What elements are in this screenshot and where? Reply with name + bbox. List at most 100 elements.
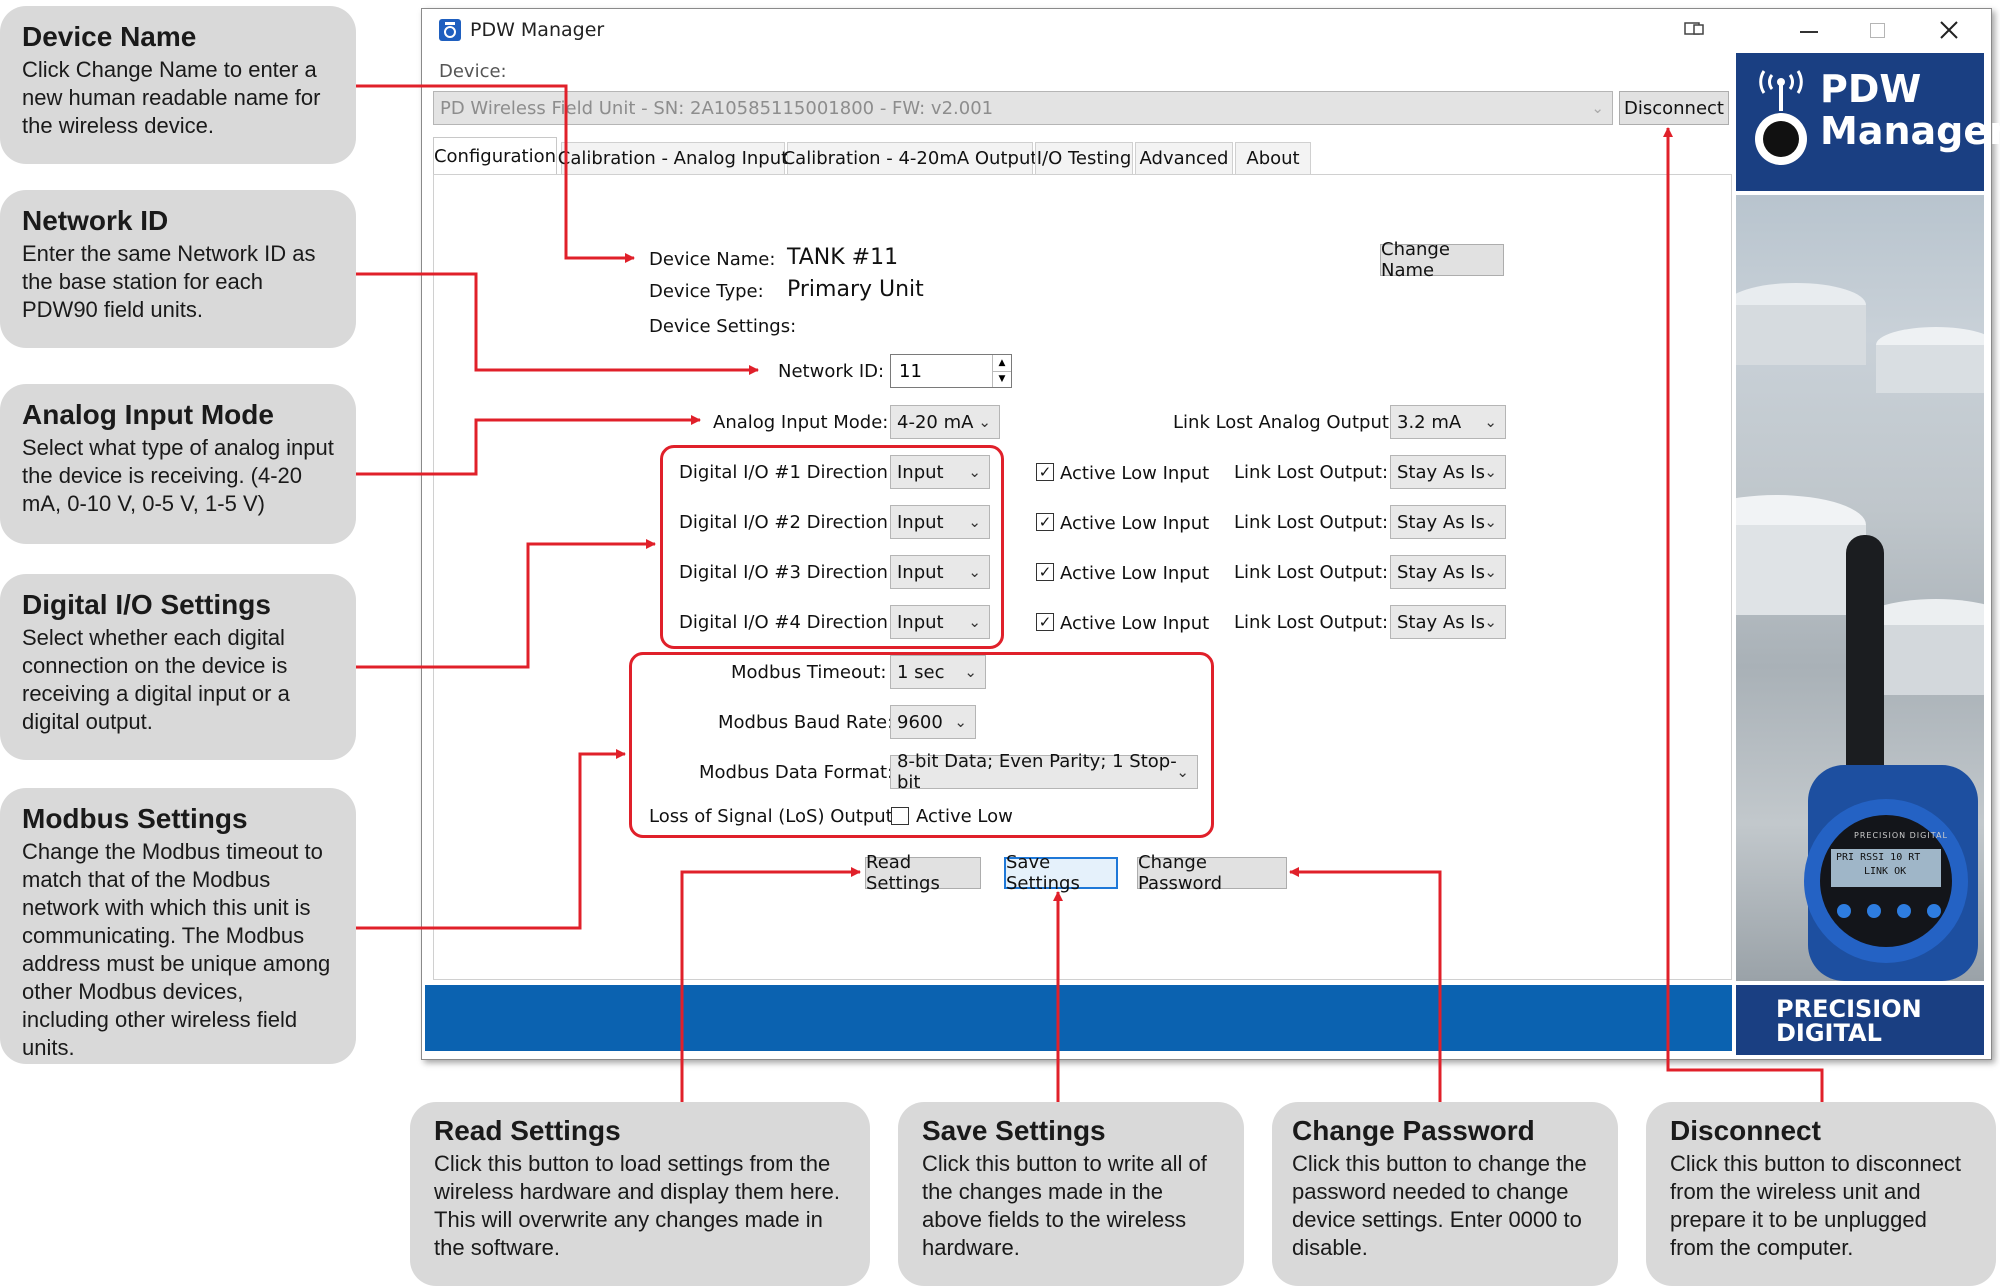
active-low-label: Active Low Input [1060, 613, 1210, 634]
callout-body: Click this button to disconnect from the… [1670, 1151, 1962, 1260]
link-lost-output-label: Link Lost Output: [1234, 562, 1389, 583]
callout-body: Click this button to change the password… [1292, 1151, 1587, 1260]
callout-title: Analog Input Mode [22, 399, 274, 430]
active-low-checkbox[interactable]: ✓ [1036, 563, 1054, 581]
tab-about[interactable]: About [1235, 142, 1311, 174]
digital-io-label: Digital I/O #1 Direction: [679, 462, 894, 483]
chevron-down-icon: ⌄ [978, 413, 991, 431]
brand-footer-line2: DIGITAL [1776, 1019, 1882, 1047]
save-settings-button[interactable]: Save Settings [1004, 852, 1118, 894]
close-icon[interactable] [1938, 19, 1960, 41]
callout-body: Select whether each digital connection o… [22, 625, 290, 734]
wireless-logo-icon [1755, 70, 1807, 165]
active-low-checkbox[interactable]: ✓ [1036, 613, 1054, 631]
brand-photo: PRECISION DIGITAL PRI RSSI 10 RT LINK OK [1736, 195, 1984, 981]
configuration-panel [433, 174, 1732, 980]
brand-logo-line2: Manager [1820, 109, 2000, 153]
callout-body: Enter the same Network ID as the base st… [22, 241, 316, 322]
change-password-button[interactable]: Change Password [1137, 852, 1287, 894]
callout-title: Digital I/O Settings [22, 589, 271, 620]
tab-configuration[interactable]: Configuration [433, 137, 557, 175]
link-lost-output-select[interactable]: Stay As Is ⌄ [1390, 605, 1506, 639]
active-low-checkbox[interactable]: ✓ [1036, 463, 1054, 481]
modbus-timeout-label: Modbus Timeout: [731, 662, 887, 683]
callout-body: Select what type of analog input the dev… [22, 435, 334, 516]
device-screen-line2: LINK OK [1864, 866, 1907, 877]
chevron-down-icon: ⌄ [1591, 99, 1604, 117]
modbus-format-select[interactable]: 8-bit Data; Even Parity; 1 Stop-bit ⌄ [890, 751, 1198, 793]
link-lost-analog-label: Link Lost Analog Output: [1173, 412, 1395, 433]
device-select-value: PD Wireless Field Unit - SN: 2A105851150… [440, 97, 994, 119]
modbus-baud-select[interactable]: 9600 ⌄ [890, 705, 976, 739]
spinner-up-icon[interactable]: ▲ [992, 355, 1011, 372]
chevron-down-icon: ⌄ [968, 563, 981, 581]
arrow-modbus [356, 749, 626, 930]
modbus-format-value: 8-bit Data; Even Parity; 1 Stop-bit [897, 751, 1177, 793]
tab-calibration-4-20ma-output[interactable]: Calibration - 4-20mA Output [783, 142, 1037, 174]
digital-io-label: Digital I/O #4 Direction: [679, 612, 894, 633]
brand-logo-line1: PDW [1820, 67, 1922, 111]
tab-io-testing[interactable]: I/O Testing [1035, 142, 1133, 174]
callout-body: Click Change Name to enter a new human r… [22, 57, 321, 138]
modbus-timeout-select[interactable]: 1 sec ⌄ [890, 655, 986, 689]
maximize-icon[interactable] [1870, 23, 1885, 38]
active-low-checkbox[interactable]: ✓ [1036, 513, 1054, 531]
device-type-label: Device Type: [649, 281, 764, 302]
tab-calibration-analog-input[interactable]: Calibration - Analog Input [558, 142, 788, 174]
digital-io-direction-select[interactable]: Input ⌄ [890, 555, 990, 589]
digital-io-direction-value: Input [897, 511, 944, 533]
link-lost-output-label: Link Lost Output: [1234, 612, 1389, 633]
callout-device-name: Device Name Click Change Name to enter a… [0, 6, 356, 164]
callout-change-password: Change Password Click this button to cha… [1272, 1102, 1618, 1286]
brand-footer-line1: PRECISION [1776, 995, 1922, 1023]
spinner-down-icon[interactable]: ▼ [992, 371, 1011, 387]
link-lost-analog-select[interactable]: 3.2 mA ⌄ [1390, 405, 1506, 439]
link-lost-output-select[interactable]: Stay As Is ⌄ [1390, 555, 1506, 589]
digital-io-label: Digital I/O #3 Direction: [679, 562, 894, 583]
digital-io-direction-select[interactable]: Input ⌄ [890, 505, 990, 539]
disconnect-button[interactable]: Disconnect [1619, 91, 1729, 125]
status-bar [425, 985, 1732, 1051]
device-select[interactable]: PD Wireless Field Unit - SN: 2A105851150… [433, 91, 1613, 125]
callout-title: Save Settings [922, 1115, 1106, 1146]
chevron-down-icon: ⌄ [1484, 613, 1497, 631]
callout-title: Disconnect [1670, 1115, 1821, 1146]
digital-io-direction-value: Input [897, 461, 944, 483]
digital-io-direction-value: Input [897, 611, 944, 633]
change-name-button[interactable]: Change Name [1380, 239, 1504, 281]
callout-modbus: Modbus Settings Change the Modbus timeou… [0, 788, 356, 1064]
chevron-down-icon: ⌄ [1484, 463, 1497, 481]
snap-icon[interactable] [1684, 21, 1706, 37]
link-lost-output-select[interactable]: Stay As Is ⌄ [1390, 505, 1506, 539]
link-lost-output-label: Link Lost Output: [1234, 512, 1389, 533]
callout-body: Click this button to load settings from … [434, 1151, 840, 1260]
digital-io-direction-select[interactable]: Input ⌄ [890, 605, 990, 639]
chevron-down-icon: ⌄ [964, 663, 977, 681]
read-settings-button[interactable]: Read Settings [865, 852, 981, 894]
arrow-change-password [1289, 867, 1442, 1102]
chevron-down-icon: ⌄ [1176, 763, 1189, 781]
network-id-field[interactable]: 11 ▲ ▼ [890, 354, 1012, 388]
chevron-down-icon: ⌄ [1484, 563, 1497, 581]
link-lost-output-value: Stay As Is [1397, 461, 1485, 483]
los-checkbox[interactable] [891, 807, 909, 825]
callout-network-id: Network ID Enter the same Network ID as … [0, 190, 356, 348]
analog-input-mode-label: Analog Input Mode: [713, 412, 889, 433]
chevron-down-icon: ⌄ [1484, 413, 1497, 431]
analog-input-mode-select[interactable]: 4-20 mA ⌄ [890, 405, 1000, 439]
digital-io-label: Digital I/O #2 Direction: [679, 512, 894, 533]
chevron-down-icon: ⌄ [968, 613, 981, 631]
network-id-value: 11 [899, 361, 922, 382]
minimize-icon[interactable] [1800, 31, 1818, 33]
digital-io-direction-select[interactable]: Input ⌄ [890, 455, 990, 489]
callout-disconnect: Disconnect Click this button to disconne… [1646, 1102, 1996, 1286]
active-low-label: Active Low Input [1060, 563, 1210, 584]
device-type-value: Primary Unit [787, 277, 924, 302]
link-lost-output-value: Stay As Is [1397, 511, 1485, 533]
link-lost-output-select[interactable]: Stay As Is ⌄ [1390, 455, 1506, 489]
active-low-label: Active Low Input [1060, 513, 1210, 534]
tab-advanced[interactable]: Advanced [1135, 142, 1233, 174]
digital-io-highlight-box [660, 445, 1004, 649]
chevron-down-icon: ⌄ [1484, 513, 1497, 531]
